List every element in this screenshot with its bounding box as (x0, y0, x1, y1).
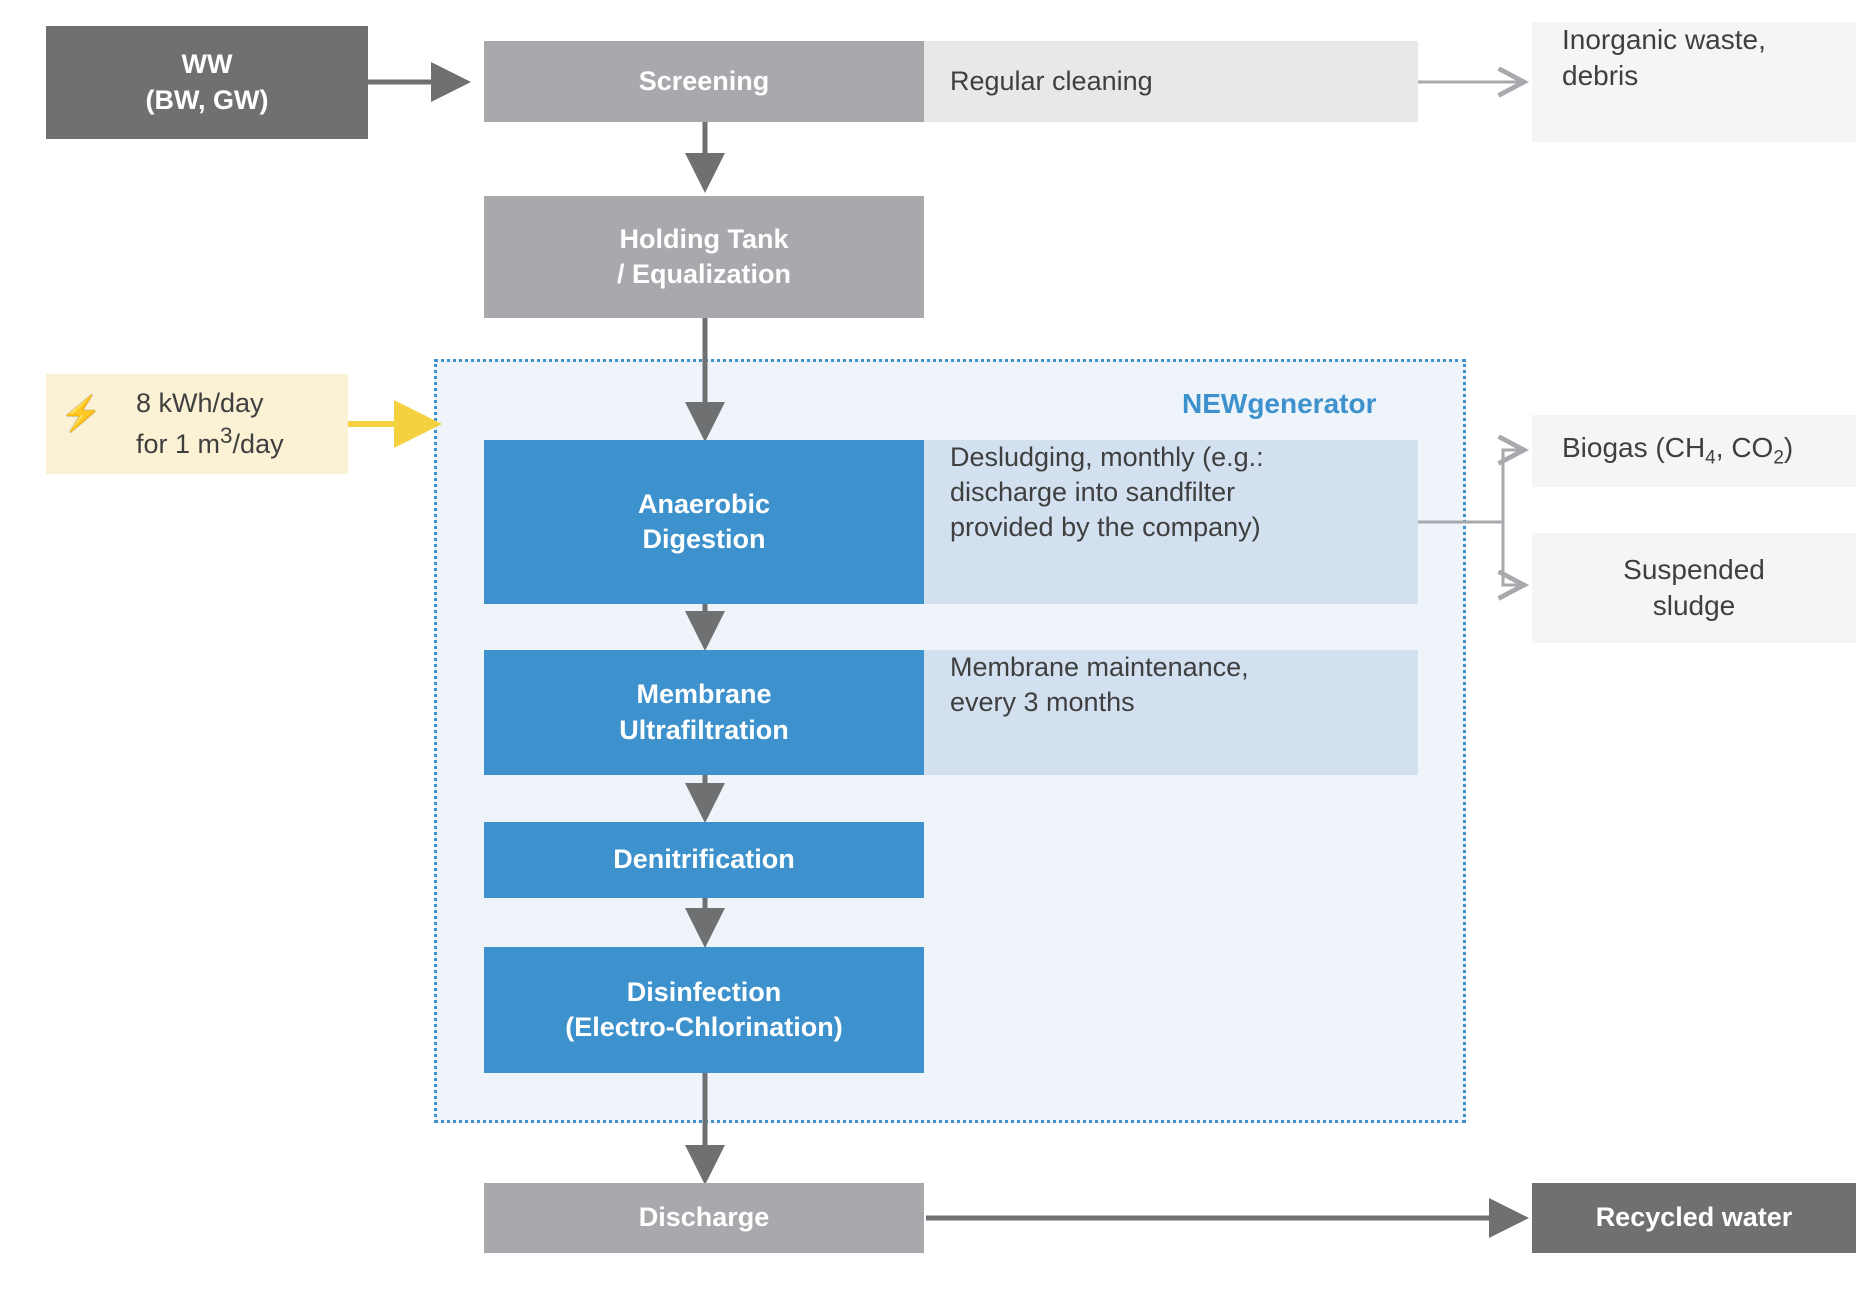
node-discharge-label: Discharge (638, 1202, 770, 1233)
node-anaerobic-digestion-line1: Anaerobic (637, 488, 771, 519)
node-anaerobic-digestion-line2: Digestion (642, 524, 766, 554)
node-membrane-ultrafiltration[interactable]: Membrane Ultrafiltration (484, 650, 924, 775)
note-screening-text: Regular cleaning (950, 65, 1153, 96)
node-screening-label: Screening (638, 65, 770, 96)
output-inorganic-waste-line2: debris (1562, 60, 1639, 92)
output-inorganic-waste: Inorganic waste, debris (1532, 22, 1856, 142)
node-membrane-ultrafiltration-line1: Membrane (636, 679, 772, 710)
lightning-bolt-icon: ⚡ (60, 395, 103, 433)
note-screening: Regular cleaning (924, 41, 1418, 122)
node-disinfection[interactable]: Disinfection (Electro-Chlorination) (484, 947, 924, 1073)
output-biogas: Biogas (CH4, CO2) (1532, 415, 1856, 487)
node-holding-tank[interactable]: Holding Tank / Equalization (484, 196, 924, 318)
energy-line1: 8 kWh/day (136, 387, 264, 418)
node-disinfection-line1: Disinfection (626, 976, 782, 1007)
node-denitrification[interactable]: Denitrification (484, 822, 924, 898)
output-inorganic-waste-line1: Inorganic waste, (1562, 24, 1766, 55)
node-influent-line1: WW (181, 49, 233, 80)
output-suspended-sludge: Suspended sludge (1532, 533, 1856, 643)
node-holding-tank-line1: Holding Tank (619, 223, 789, 254)
energy-input-box: 8 kWh/day for 1 m3/day (46, 374, 348, 474)
note-membrane-line2: every 3 months (950, 687, 1135, 718)
energy-line2: for 1 m3/day (136, 423, 284, 459)
node-influent[interactable]: WW (BW, GW) (46, 26, 368, 139)
note-anaerobic-digestion-line2: discharge into sandfilter (950, 477, 1236, 508)
note-anaerobic-digestion: Desludging, monthly (e.g.: discharge int… (924, 440, 1418, 604)
node-disinfection-line2: (Electro-Chlorination) (565, 1012, 843, 1042)
output-biogas-label: Biogas (CH4, CO2) (1562, 432, 1794, 469)
note-membrane-line1: Membrane maintenance, (950, 652, 1249, 682)
node-denitrification-label: Denitrification (613, 844, 795, 875)
node-screening[interactable]: Screening (484, 41, 924, 122)
output-suspended-sludge-line1: Suspended (1623, 553, 1765, 585)
node-discharge[interactable]: Discharge (484, 1183, 924, 1253)
arrow-digestion-to-biogas (1503, 450, 1524, 522)
note-membrane-ultrafiltration: Membrane maintenance, every 3 months (924, 650, 1418, 775)
arrow-digestion-to-suspended-sludge (1503, 522, 1524, 585)
note-anaerobic-digestion-line3: provided by the company) (950, 512, 1261, 543)
output-recycled-water: Recycled water (1532, 1183, 1856, 1253)
note-anaerobic-digestion-line1: Desludging, monthly (e.g.: (950, 442, 1264, 472)
node-influent-line2: (BW, GW) (145, 84, 269, 115)
output-suspended-sludge-line2: sludge (1652, 590, 1736, 621)
node-anaerobic-digestion[interactable]: Anaerobic Digestion (484, 440, 924, 604)
newgenerator-label: NEWgenerator (1182, 388, 1377, 419)
node-membrane-ultrafiltration-line2: Ultrafiltration (619, 714, 789, 745)
output-recycled-water-label: Recycled water (1595, 1202, 1793, 1233)
node-holding-tank-line2: / Equalization (616, 259, 791, 289)
